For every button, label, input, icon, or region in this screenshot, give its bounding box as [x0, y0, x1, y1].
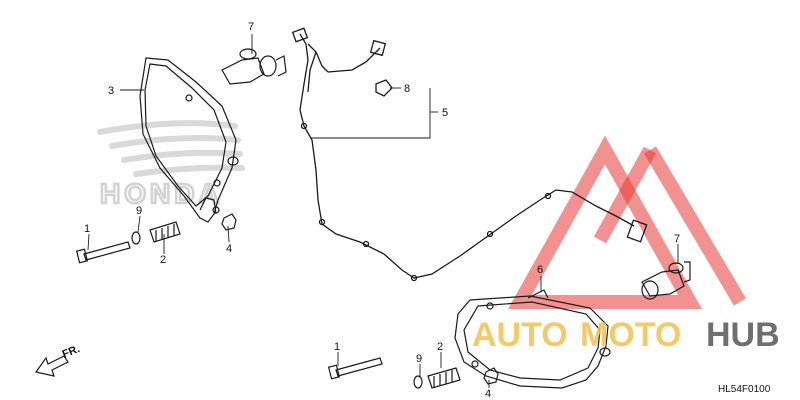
collar-left	[149, 221, 181, 243]
callout-9-bottom: 9	[416, 353, 422, 365]
callout-7-top: 7	[248, 21, 254, 33]
callout-5: 5	[442, 107, 448, 119]
hardware-left	[75, 213, 237, 264]
automotohub-wordmark: AUTO MOTO HUB	[472, 316, 780, 354]
callout-1-bottom: 1	[334, 341, 340, 353]
washer-left	[131, 231, 141, 245]
leader-lines	[87, 34, 679, 388]
callout-9-left: 9	[136, 205, 142, 217]
bolt-bottom	[335, 357, 383, 377]
brand-moto-text: MOTO	[580, 316, 681, 354]
callout-3: 3	[108, 85, 114, 97]
headlight-right	[454, 289, 611, 389]
automotohub-triangle-logo	[508, 135, 747, 309]
callout-4-bottom: 4	[485, 388, 491, 400]
honda-wordmark: HONDA	[100, 178, 223, 209]
arrow-icon	[34, 355, 69, 377]
hardware-bottom	[327, 357, 499, 389]
nut-bottom	[483, 367, 499, 385]
diagram-code: HL54F0100	[718, 384, 771, 395]
collar-bottom	[427, 367, 461, 389]
callout-2-bottom: 2	[437, 341, 443, 353]
washer-bottom	[413, 375, 423, 389]
callout-4-left: 4	[226, 243, 232, 255]
direction-label: FR.	[61, 343, 82, 361]
brand-hub-text: HUB	[706, 316, 780, 354]
bolt-left	[83, 241, 131, 261]
wire-harness	[291, 27, 648, 282]
callout-6: 6	[537, 264, 543, 276]
front-direction-arrow: FR.	[34, 343, 82, 377]
callout-1-left: 1	[84, 223, 90, 235]
callout-2-left: 2	[160, 254, 166, 266]
bulb-top	[221, 48, 287, 85]
honda-wing-watermark	[97, 120, 245, 177]
bulb-right	[641, 261, 691, 300]
brand-auto-text: AUTO	[472, 316, 568, 354]
callout-7-right: 7	[674, 233, 680, 245]
nut-left	[221, 213, 237, 231]
headlight-left	[139, 57, 239, 223]
callout-8: 8	[404, 83, 410, 95]
